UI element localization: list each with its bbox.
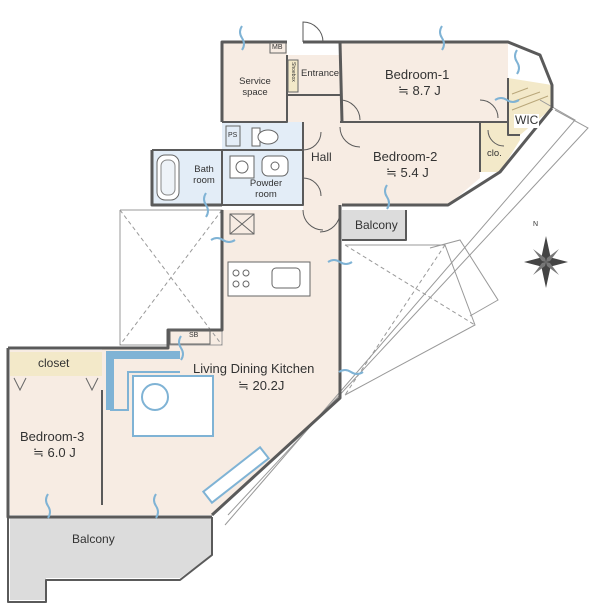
service-space-floor: [222, 42, 287, 122]
hall-floor: [287, 95, 340, 210]
north-balcony-label: Balcony: [355, 218, 398, 232]
compass-north-label: N: [533, 221, 539, 228]
window-markers: [45, 25, 520, 519]
bedroom1-floor: [340, 42, 508, 122]
clo-label: clo.: [487, 148, 502, 159]
kitchen-sink: [271, 267, 301, 289]
ldk-area: ≒ 20.2J: [238, 378, 285, 393]
sb-tag: SB: [189, 332, 199, 339]
mb-box: [269, 42, 287, 54]
shoebox: [287, 59, 299, 93]
vanity-sink: [261, 155, 289, 177]
floor-areas: [10, 42, 552, 600]
mb-tag: MB: [272, 44, 283, 51]
ps-tag: PS: [228, 132, 238, 139]
service-space-label-2: space: [242, 87, 268, 98]
fridge-space: [229, 213, 255, 235]
bedroom2-name: Bedroom-2: [373, 149, 438, 164]
bath-label-1: Bath: [194, 164, 214, 175]
wic-label: WIC: [514, 113, 540, 128]
service-space-label-1: Service: [239, 76, 271, 87]
bedroom2-floor: [340, 122, 480, 205]
ldk-name: Living Dining Kitchen: [193, 361, 315, 376]
cooktop: [232, 269, 250, 288]
walls: [6, 40, 554, 603]
sofa: [106, 351, 180, 410]
bedroom1-name: Bedroom-1: [385, 67, 450, 82]
entrance-floor: [287, 55, 340, 95]
fixtures: [13, 42, 549, 505]
bathtub-inner: [160, 159, 176, 196]
sb-box: [169, 329, 211, 345]
round-table: [141, 383, 169, 411]
bedroom2-area: ≒ 5.4 J: [386, 165, 429, 180]
closet-floor: [10, 352, 102, 376]
south-balcony-label: Balcony: [72, 532, 115, 546]
bedroom3-floor: [10, 350, 102, 515]
tv-board: [201, 445, 271, 505]
ps-box: [225, 125, 241, 147]
bath-label-2: room: [193, 175, 215, 186]
clo-floor: [480, 122, 520, 172]
powder-label-1: Powder: [249, 178, 283, 189]
shoebox-tag: Shoebox: [289, 62, 296, 82]
doors: [302, 21, 505, 233]
south-balcony-floor: [10, 518, 212, 600]
washer: [229, 155, 255, 179]
powder-label-2: room: [255, 189, 277, 200]
bedroom1-area: ≒ 8.7 J: [398, 83, 441, 98]
hall-label: Hall: [311, 150, 332, 164]
compass: [524, 236, 568, 288]
toilet-bowl: [257, 129, 279, 145]
bedroom3-area: ≒ 6.0 J: [33, 445, 76, 460]
north-balcony-floor: [342, 210, 406, 240]
closet-label: closet: [38, 356, 70, 370]
entrance-label: Entrance: [301, 68, 340, 79]
bedroom3-name: Bedroom-3: [20, 429, 85, 444]
